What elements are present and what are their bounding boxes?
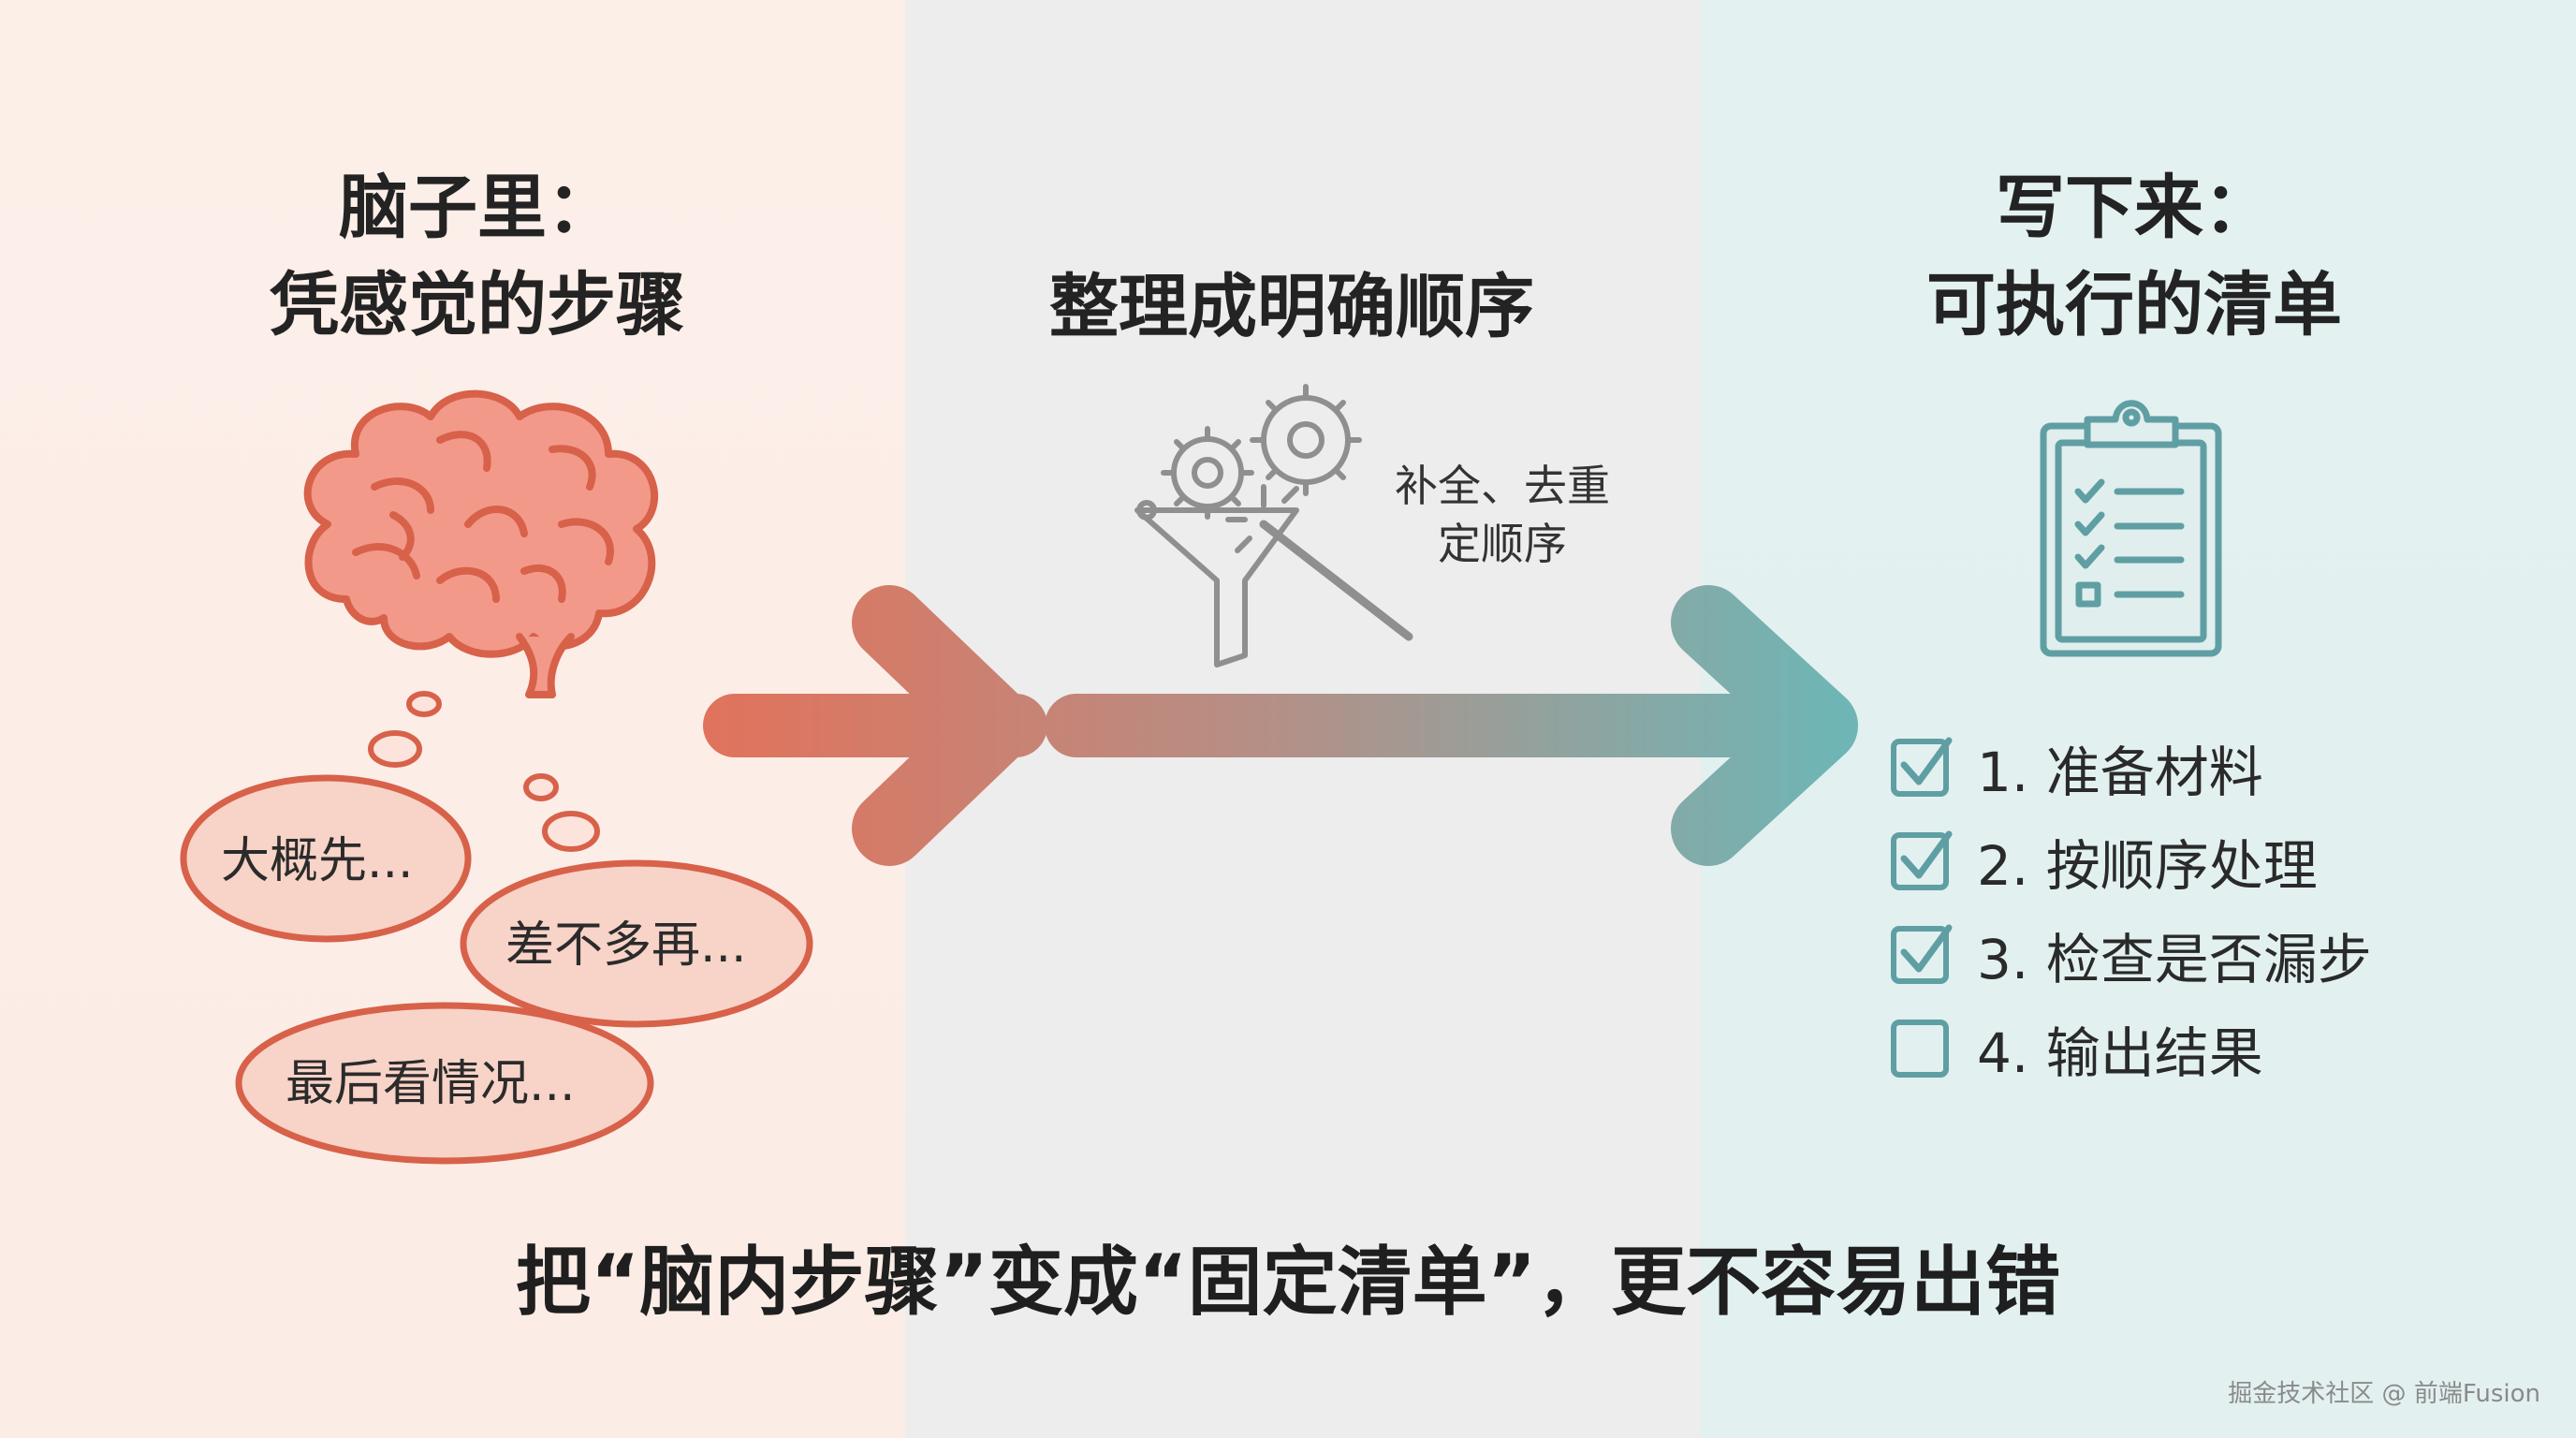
brain-icon (303, 389, 659, 698)
right-heading: 写下来： 可执行的清单 (1867, 159, 2401, 354)
thought-bubble-text-3: 最后看情况... (285, 1056, 576, 1112)
left-heading-line1: 脑子里： (339, 168, 616, 248)
checklist-item: 3. 检查是否漏步 (1891, 908, 2372, 1002)
checklist-item: 2. 按顺序处理 (1891, 814, 2372, 908)
thought-bubble-text-2: 差不多再... (505, 917, 747, 974)
clipboard-checklist-icon (2040, 400, 2222, 657)
right-heading-line2: 可执行的清单 (1926, 265, 2342, 345)
process-caption-line2: 定顺序 (1438, 519, 1567, 569)
checkbox-unchecked (1891, 1020, 1949, 1078)
thought-bubble-text-1: 大概先... (221, 833, 414, 889)
gears-funnel-wand-icon (1134, 384, 1413, 668)
left-heading: 脑子里： 凭感觉的步骤 (215, 159, 739, 354)
checklist-item-label: 1. 准备材料 (1977, 741, 2263, 804)
right-heading-line1: 写下来： (1996, 168, 2273, 248)
checkbox-checked (1891, 924, 1953, 984)
thought-bubble-2 (460, 859, 813, 1028)
thought-bubble-1 (180, 774, 472, 943)
checklist: 1. 准备材料 2. 按顺序处理 3. 检查是否漏步 4. 输出结果 (1891, 721, 2372, 1095)
checklist-item-label: 2. 按顺序处理 (1977, 834, 2318, 898)
checklist-item-label: 3. 检查是否漏步 (1977, 928, 2372, 991)
checkmark-icon (1900, 924, 1953, 973)
transform-arrow (703, 585, 1858, 866)
process-caption-line1: 补全、去重 (1395, 461, 1610, 511)
checklist-item: 4. 输出结果 (1891, 1002, 2372, 1095)
checkmark-icon (1900, 830, 1953, 879)
process-caption: 补全、去重 定顺序 (1376, 457, 1629, 573)
footer-caption: 把“脑内步骤”变成“固定清单”，更不容易出错 (515, 1239, 2061, 1326)
thought-dots (368, 691, 600, 852)
checkbox-checked (1891, 830, 1953, 890)
thought-bubble-3 (235, 1002, 654, 1165)
watermark: 掘金技术社区 @ 前端Fusion (2228, 1380, 2540, 1408)
checklist-item: 1. 准备材料 (1891, 721, 2372, 814)
checklist-item-label: 4. 输出结果 (1977, 1021, 2263, 1085)
checkmark-icon (1900, 737, 1953, 785)
middle-heading: 整理成明确顺序 (1049, 267, 1534, 347)
left-heading-line2: 凭感觉的步骤 (270, 265, 685, 345)
checkbox-checked (1891, 737, 1953, 797)
